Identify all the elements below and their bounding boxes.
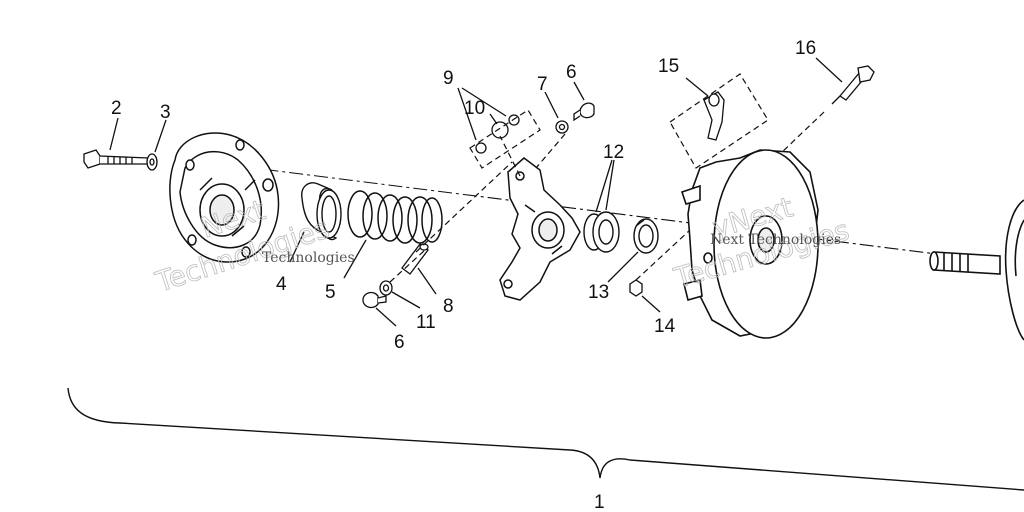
part-washer-upper xyxy=(555,120,569,134)
callout-14: 14 xyxy=(654,316,676,337)
callout-5: 5 xyxy=(325,282,336,303)
callout-4: 4 xyxy=(276,274,287,295)
part-spring xyxy=(347,190,443,244)
part-fixed-sheave xyxy=(929,199,1024,341)
callout-7: 7 xyxy=(537,74,548,95)
callout-16: 16 xyxy=(795,38,816,59)
part-bushing-ring xyxy=(301,182,342,241)
part-sheave xyxy=(680,149,819,339)
callout-6-lower: 6 xyxy=(394,332,405,353)
callout-15: 15 xyxy=(658,56,679,77)
part-ring xyxy=(633,218,659,254)
callout-6-upper: 6 xyxy=(566,62,577,83)
callout-10: 10 xyxy=(464,98,485,119)
callout-3: 3 xyxy=(160,102,171,123)
callout-arrows xyxy=(109,57,843,327)
part-button-lower xyxy=(362,291,387,309)
dashed-box-weight xyxy=(669,73,769,169)
callout-11: 11 xyxy=(416,312,436,333)
part-bolt xyxy=(83,149,149,169)
part-washer xyxy=(146,153,158,171)
part-long-bolt xyxy=(831,65,875,105)
watermark-left-small: Technologies xyxy=(262,250,355,266)
dashed-box-nuts xyxy=(469,109,541,169)
dashed-leaders xyxy=(389,111,825,283)
assembly-brace xyxy=(67,387,1024,491)
callout-12: 12 xyxy=(603,142,624,163)
part-spider xyxy=(499,157,581,301)
part-weight-arm xyxy=(703,91,725,141)
part-small-nut xyxy=(629,279,643,297)
part-cover-plate xyxy=(169,132,280,263)
callout-9: 9 xyxy=(443,68,454,89)
part-button-upper xyxy=(573,102,595,122)
part-small-washer xyxy=(379,280,393,296)
part-roller-pair xyxy=(583,211,620,253)
callout-8: 8 xyxy=(443,296,454,317)
watermark-right-small: Next Technologies xyxy=(710,232,841,248)
callout-2: 2 xyxy=(111,98,122,119)
callout-1: 1 xyxy=(594,492,605,512)
callout-13: 13 xyxy=(588,282,609,303)
center-axis xyxy=(189,159,1001,263)
callout-labels: 1 2 3 4 5 6 6 7 8 9 10 11 12 13 14 15 16 xyxy=(111,38,816,512)
